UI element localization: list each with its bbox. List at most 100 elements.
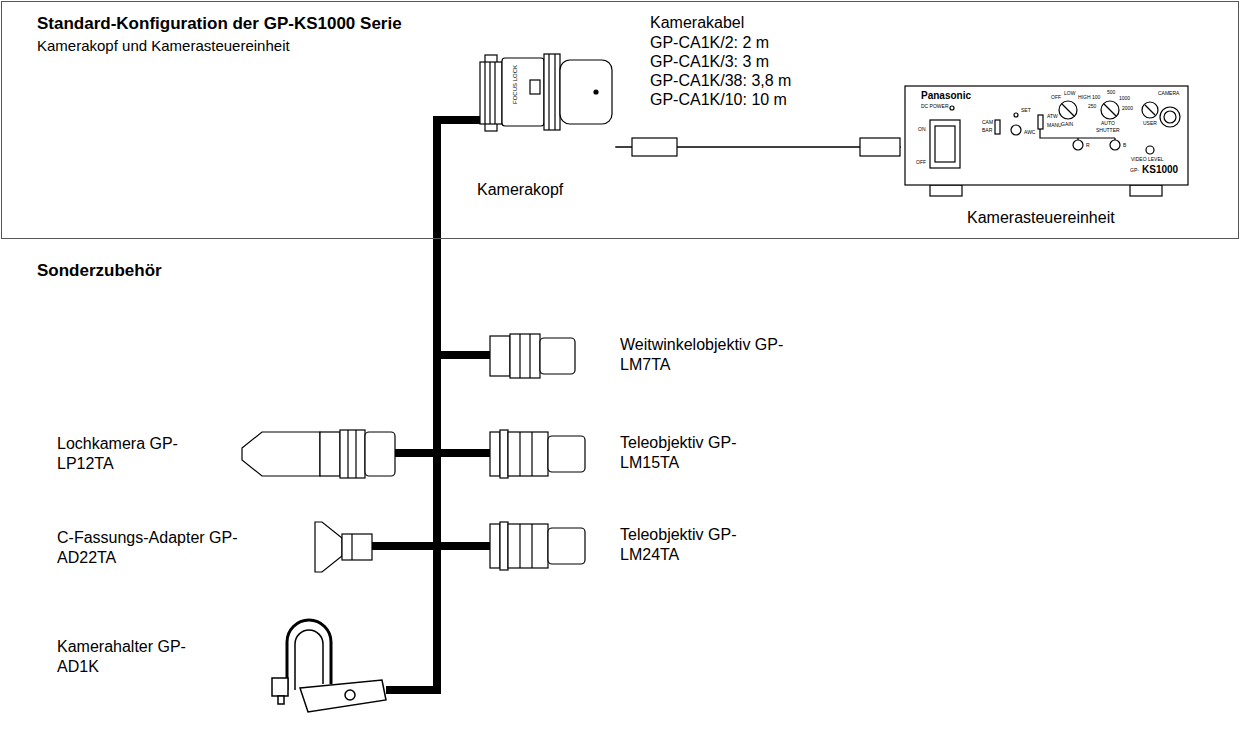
control-unit-part bbox=[1062, 104, 1074, 116]
item-label: C-Fassungs-Adapter GP-AD22TA bbox=[57, 528, 247, 567]
panel-marking: GAIN bbox=[1061, 122, 1073, 128]
cable-plug bbox=[632, 138, 900, 156]
panel-marking: B bbox=[1123, 143, 1126, 149]
camera-holder-part bbox=[278, 696, 284, 704]
panel-marking: Panasonic bbox=[921, 90, 971, 101]
item-label: Lochkamera GP-LP12TA bbox=[57, 434, 187, 473]
item-label: Kamerakopf bbox=[477, 180, 563, 200]
panel-marking: ATW bbox=[1047, 114, 1058, 120]
panel-marking: OFF bbox=[1051, 95, 1061, 101]
control-unit-part bbox=[1164, 111, 1176, 123]
panel-marking: AUTO bbox=[1101, 121, 1115, 127]
accessory-item: Teleobjektiv GP-LM15TA bbox=[488, 428, 798, 480]
accessory-item: Lochkamera GP-LP12TA bbox=[55, 428, 397, 480]
panel-marking: ON bbox=[918, 127, 926, 133]
tele-lens-24-part bbox=[500, 522, 508, 570]
control-unit-part bbox=[950, 106, 954, 110]
panel-marking: LOW bbox=[1064, 91, 1075, 97]
item-label: Kamerahalter GP-AD1K bbox=[57, 637, 187, 676]
camera-head bbox=[480, 54, 612, 131]
camera-holder-part bbox=[287, 620, 331, 690]
wide-angle-lens-part bbox=[519, 334, 520, 378]
wide-angle-lens-part bbox=[510, 334, 540, 378]
item-label: Teleobjektiv GP-LM24TA bbox=[620, 525, 780, 564]
accessory-bus bbox=[437, 120, 488, 453]
pinhole-camera-part bbox=[340, 430, 365, 478]
control-unit-part bbox=[1146, 146, 1154, 154]
panel-marking: 500 bbox=[1107, 90, 1115, 96]
accessory-item: C-Fassungs-Adapter GP-AD22TA bbox=[55, 520, 375, 572]
panel-marking: BAR bbox=[982, 128, 992, 134]
control-unit-part bbox=[1101, 101, 1119, 119]
pinhole-camera-part bbox=[347, 430, 348, 478]
tele-lens-24-part bbox=[548, 528, 585, 564]
section-heading: Sonderzubehör bbox=[37, 262, 162, 281]
wide-angle-lens-part bbox=[540, 338, 575, 374]
control-unit-part bbox=[1130, 185, 1162, 196]
tele-lens-15 bbox=[490, 430, 585, 478]
frame-title: Standard-Konfiguration der GP-KS1000 Ser… bbox=[37, 14, 402, 35]
control-unit-part bbox=[1014, 113, 1018, 117]
pinhole-camera-part bbox=[320, 432, 340, 476]
panel-marking: DC POWER bbox=[921, 104, 949, 110]
cable-label: GP-CA1K/3: 3 m bbox=[650, 53, 769, 71]
control-unit-part bbox=[995, 120, 1000, 134]
tele-lens-15-part bbox=[548, 436, 585, 472]
control-unit-part bbox=[905, 86, 1188, 185]
camera-head-part bbox=[489, 62, 490, 124]
camera-head-item: Kamerakopf bbox=[476, 40, 616, 205]
control-unit-part bbox=[930, 185, 962, 196]
panel-marking: HIGH bbox=[1078, 95, 1091, 101]
pinhole-camera-part bbox=[365, 432, 395, 476]
tele-lens-15-part bbox=[500, 430, 508, 478]
camera-head-part bbox=[560, 60, 612, 124]
camera-head-part bbox=[548, 54, 549, 130]
panel-marking: FOCUS LOCK bbox=[512, 65, 519, 104]
wide-angle-lens-part bbox=[490, 336, 510, 376]
tele-lens-15-part bbox=[531, 432, 532, 476]
item-label: Teleobjektiv GP-LM15TA bbox=[620, 433, 780, 472]
c-mount-adapter-part bbox=[315, 522, 342, 572]
cable-label: GP-CA1K/2: 2 m bbox=[650, 34, 769, 52]
control-unit-part bbox=[1073, 140, 1083, 150]
cable-label: GP-CA1K/38: 3,8 m bbox=[650, 72, 791, 90]
panel-marking: AWC bbox=[1024, 130, 1035, 136]
panel-marking: MANU bbox=[1047, 123, 1062, 129]
accessory-bus bbox=[375, 120, 476, 546]
camera-head-part bbox=[554, 54, 555, 130]
tele-lens-24-part bbox=[519, 524, 520, 568]
panel-marking: SHUTTER bbox=[1096, 128, 1120, 134]
tele-lens-24 bbox=[490, 522, 585, 570]
cable-label: GP-CA1K/10: 10 m bbox=[650, 91, 787, 109]
panel-marking: KS1000 bbox=[1142, 164, 1178, 175]
accessory-item: Kamerahalter GP-AD1K bbox=[55, 612, 390, 724]
c-mount-adapter-part bbox=[342, 534, 372, 560]
panel-marking: USER bbox=[1143, 121, 1157, 127]
pinhole-camera bbox=[242, 430, 395, 478]
control-unit-part bbox=[1142, 102, 1158, 118]
tele-lens-15-part bbox=[490, 432, 500, 476]
wide-angle-lens bbox=[490, 334, 575, 378]
panel-marking: OFF bbox=[916, 160, 926, 166]
panel-marking: CAMERA bbox=[1158, 91, 1179, 97]
control-unit-part bbox=[1145, 105, 1155, 115]
item-label: Weitwinkelobjektiv GP-LM7TA bbox=[620, 335, 795, 374]
control-unit-part bbox=[1059, 101, 1077, 119]
panel-marking: 250 bbox=[1088, 104, 1096, 110]
camera-head-part bbox=[494, 62, 495, 124]
control-unit-part bbox=[1011, 125, 1021, 135]
camera-holder-part bbox=[295, 630, 323, 690]
camera-holder-part bbox=[345, 690, 355, 700]
panel-marking: SET bbox=[1021, 108, 1031, 114]
panel-marking: VIDEO LEVEL bbox=[1131, 157, 1164, 163]
camera-head-part bbox=[530, 80, 540, 94]
pinhole-camera-part bbox=[242, 432, 320, 476]
c-mount-adapter-part bbox=[351, 534, 352, 560]
accessory-item: Weitwinkelobjektiv GP-LM7TA bbox=[488, 330, 799, 382]
panel-marking: GP- bbox=[1130, 168, 1139, 174]
control-unit-part bbox=[1110, 140, 1120, 150]
panel-marking: R bbox=[1086, 143, 1090, 149]
camera-head-part bbox=[502, 58, 544, 126]
item-label: Kamerakopf und Kamerasteuereinheit bbox=[37, 37, 290, 55]
